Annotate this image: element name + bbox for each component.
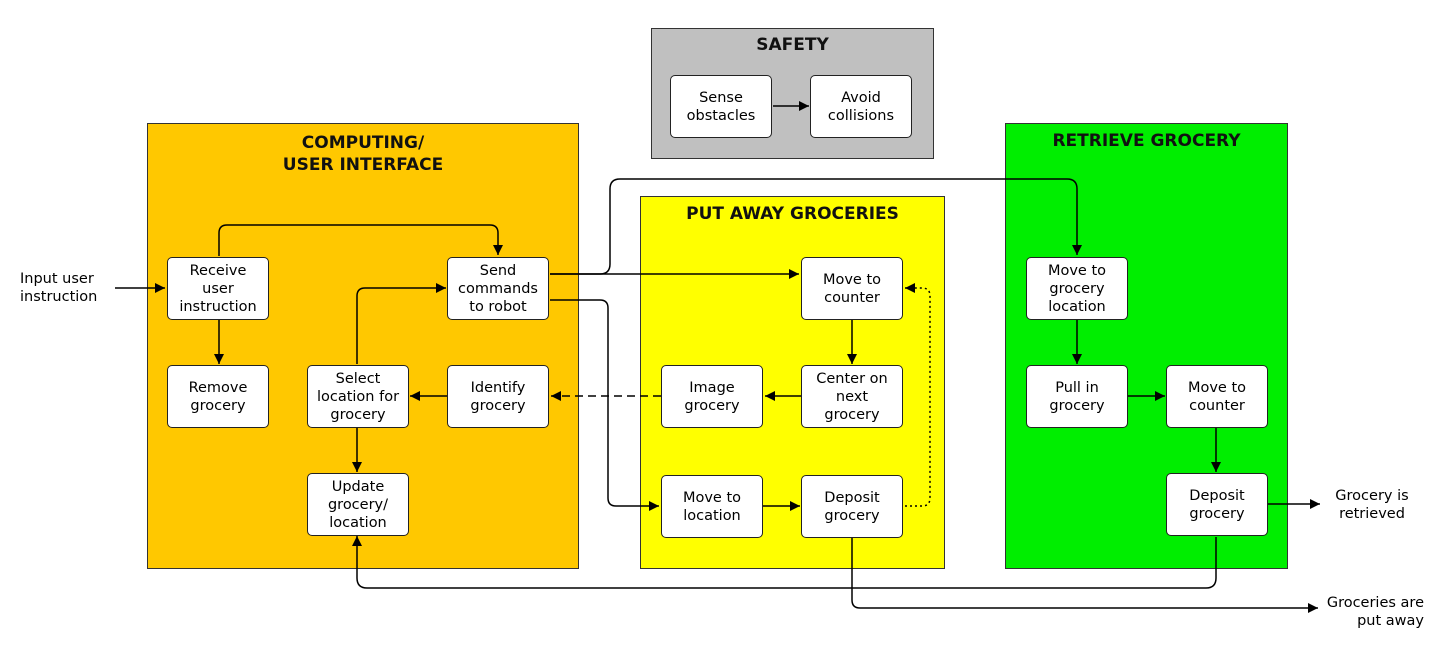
deposit-grocery-retrieve-node: Deposit grocery — [1166, 473, 1268, 536]
select-location-node: Select location for grocery — [307, 365, 409, 428]
move-to-grocery-location-node: Move to grocery location — [1026, 257, 1128, 320]
remove-grocery-node: Remove grocery — [167, 365, 269, 428]
image-grocery-node: Image grocery — [661, 365, 763, 428]
arrow-send-to-move-location — [550, 299, 659, 511]
retrieve-title: RETRIEVE GROCERY — [1052, 131, 1241, 151]
center-next-grocery-node: Center on next grocery — [801, 365, 903, 428]
avoid-collisions-node: Avoid collisions — [810, 75, 912, 138]
pull-in-grocery-node: Pull in grocery — [1026, 365, 1128, 428]
move-to-counter-retrieve-node: Move to counter — [1166, 365, 1268, 428]
identify-grocery-node: Identify grocery — [447, 365, 549, 428]
arrow-deposit-rg-to-update — [352, 536, 1217, 589]
deposit-grocery-put-away-node: Deposit grocery — [801, 475, 903, 538]
receive-instruction-node: Receive user instruction — [167, 257, 269, 320]
arrow-send-to-move-grocery-location — [550, 178, 1082, 275]
grocery-retrieved-label: Grocery is retrieved — [1335, 488, 1409, 522]
send-commands-node: Send commands to robot — [447, 257, 549, 320]
arrow-select-to-send — [356, 283, 446, 364]
groceries-put-away-label: Groceries are put away — [1326, 595, 1424, 629]
put-away-title: PUT AWAY GROCERIES — [686, 204, 899, 224]
move-to-counter-put-away-node: Move to counter — [801, 257, 903, 320]
input-user-instruction-label: Input user instruction — [20, 271, 98, 305]
sense-obstacles-node: Sense obstacles — [670, 75, 772, 138]
arrow-receive-to-send — [218, 224, 503, 256]
computing-title: COMPUTING/ USER INTERFACE — [282, 133, 444, 175]
arrow-deposit-to-move-counter — [905, 283, 931, 507]
update-grocery-node: Update grocery/ location — [307, 473, 409, 536]
move-to-location-node: Move to location — [661, 475, 763, 538]
safety-title: SAFETY — [756, 35, 829, 55]
arrow-deposit-pa-to-put-away — [851, 537, 1318, 613]
